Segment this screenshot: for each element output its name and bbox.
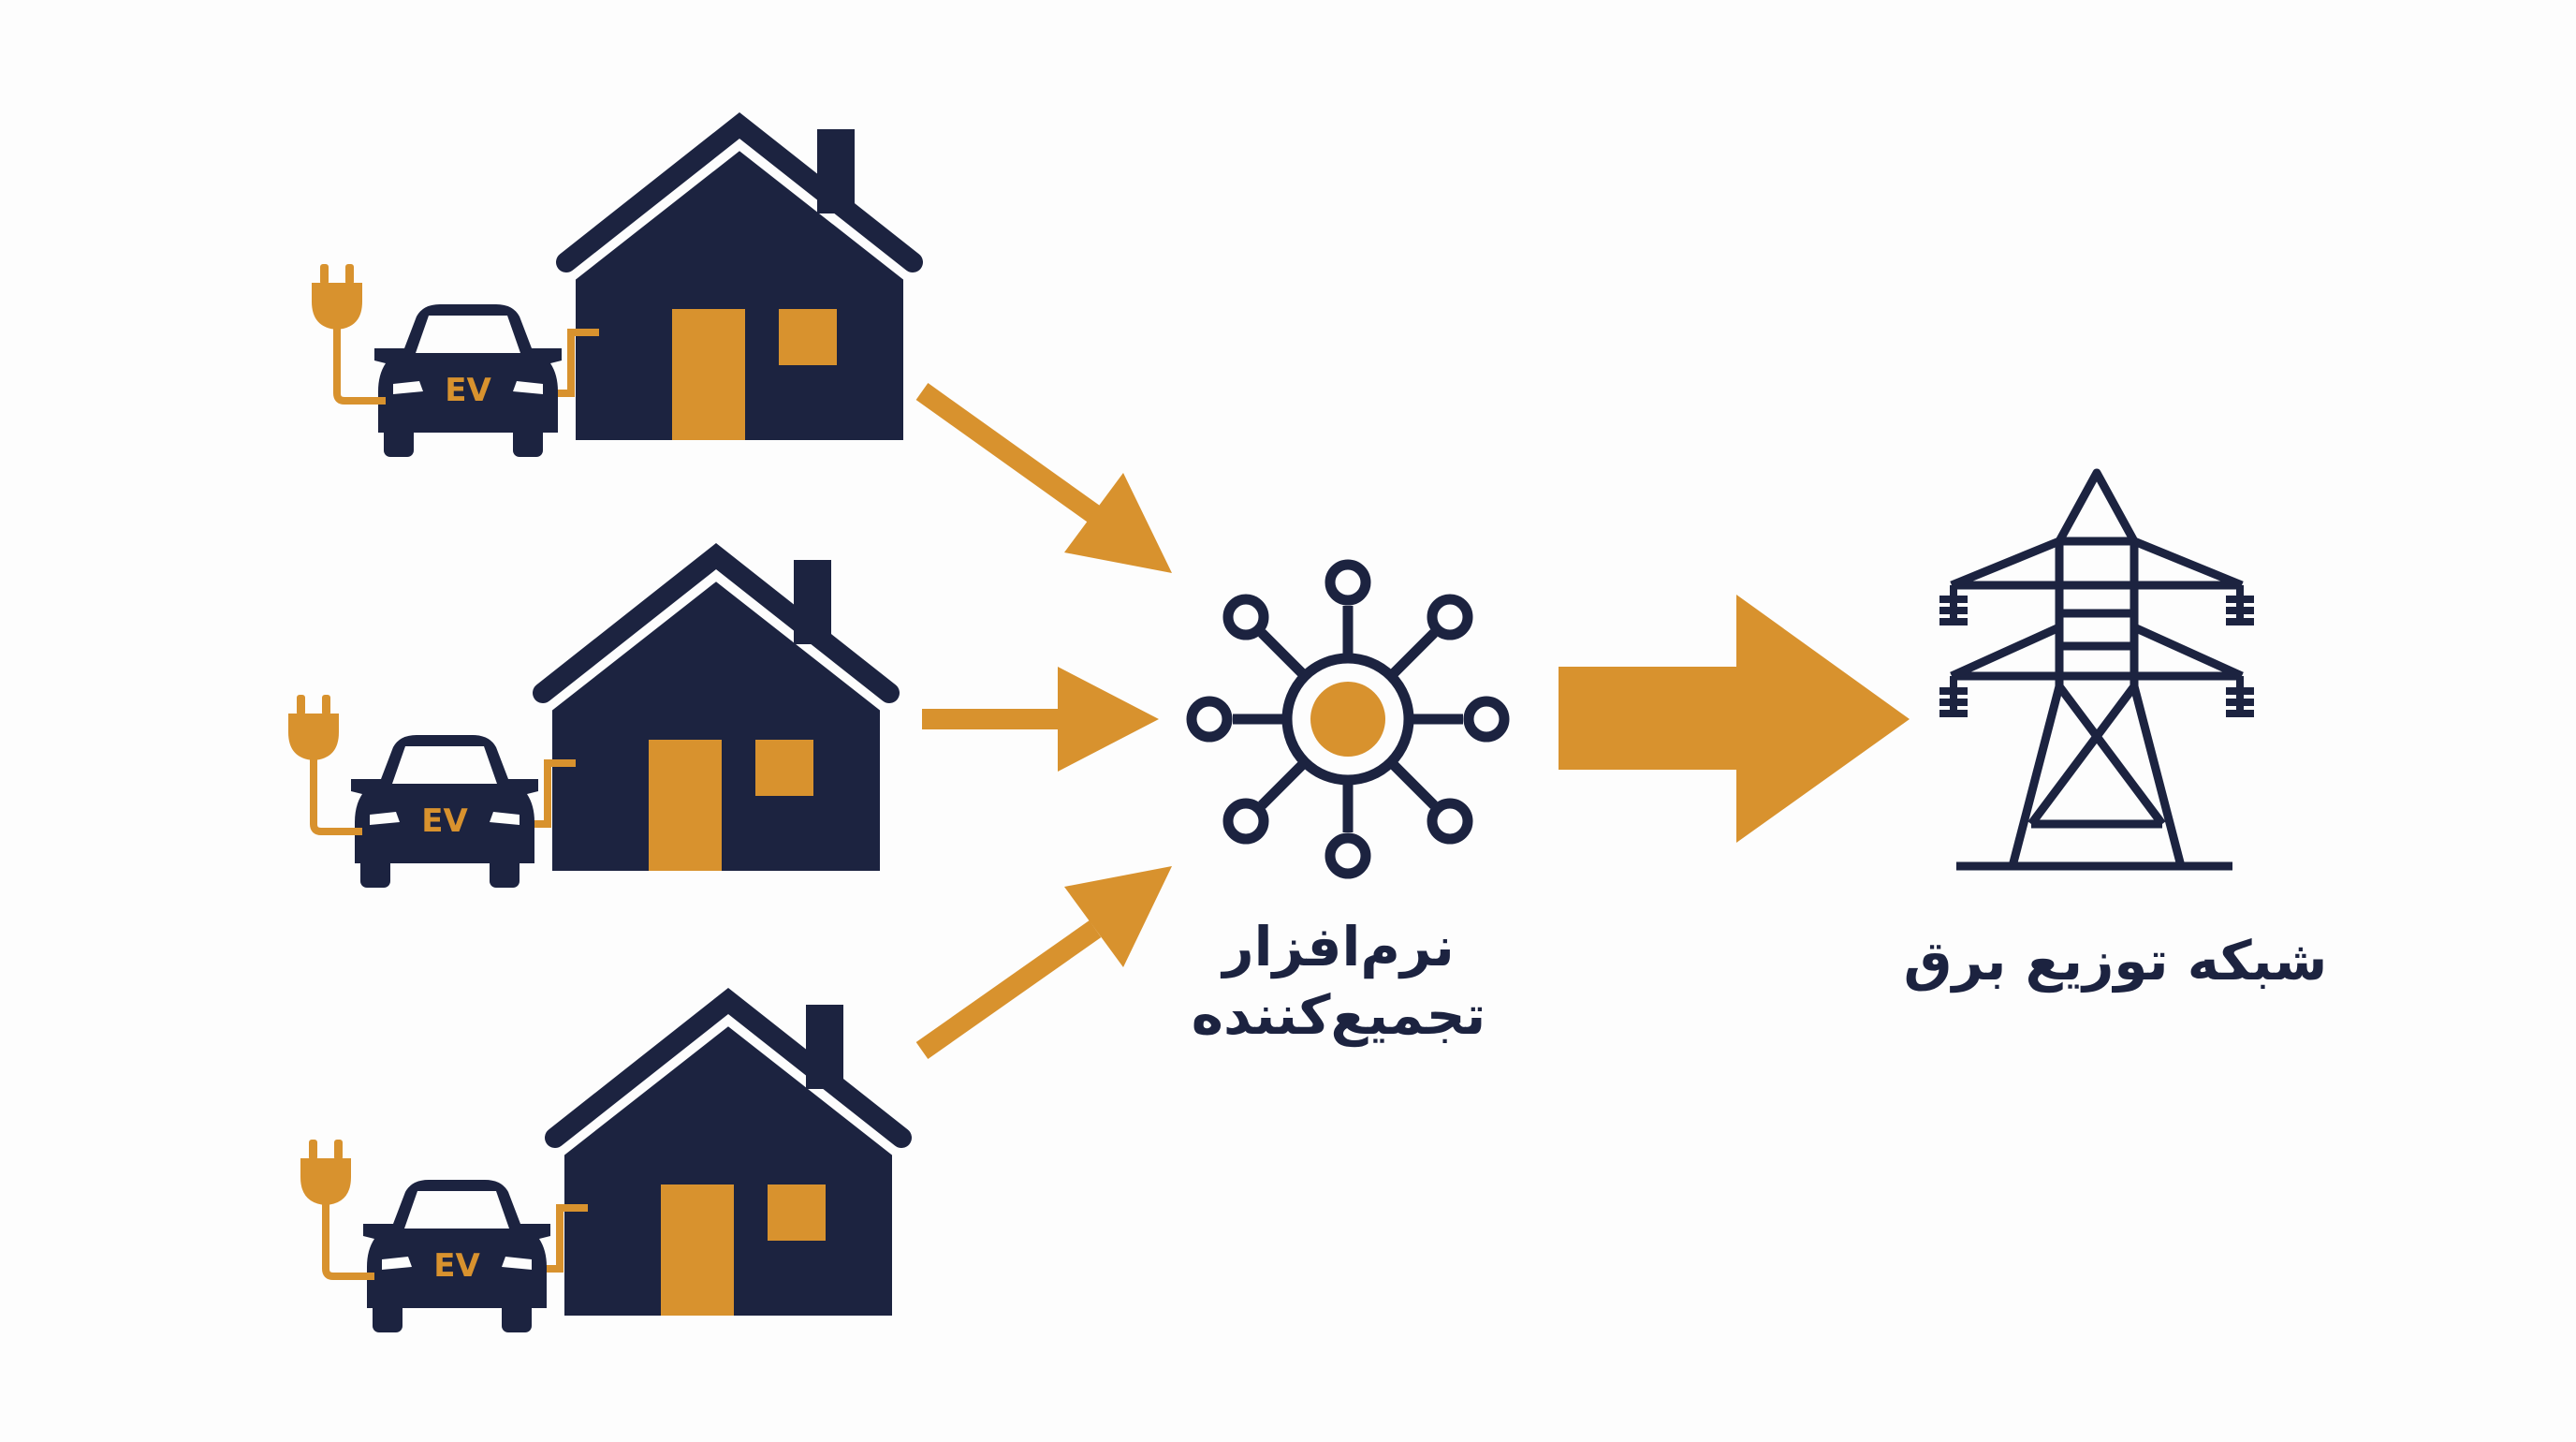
arrow-household-3-to-aggregator [915,866,1172,1060]
ev-label: EV [445,372,491,409]
ev-label: EV [421,802,468,840]
aggregator-label: نرم‌افزار تجمیع‌کننده [1105,913,1573,1049]
network-hub-icon [1186,559,1510,879]
arrow-household-2-to-aggregator [922,667,1159,772]
aggregator-label-line-1: نرم‌افزار [1222,915,1455,978]
arrow-household-1-to-aggregator [915,383,1172,573]
ev-label: EV [433,1247,480,1285]
household-2: EV [288,554,899,888]
transmission-tower-icon [1939,468,2254,871]
grid-label: شبکه توزیع برق [1903,929,2328,993]
arrow-aggregator-to-grid [1559,595,1910,843]
aggregator-label-line-2: تجمیع‌کننده [1191,982,1486,1047]
household-1: EV [312,124,922,457]
household-3: EV [300,999,911,1332]
